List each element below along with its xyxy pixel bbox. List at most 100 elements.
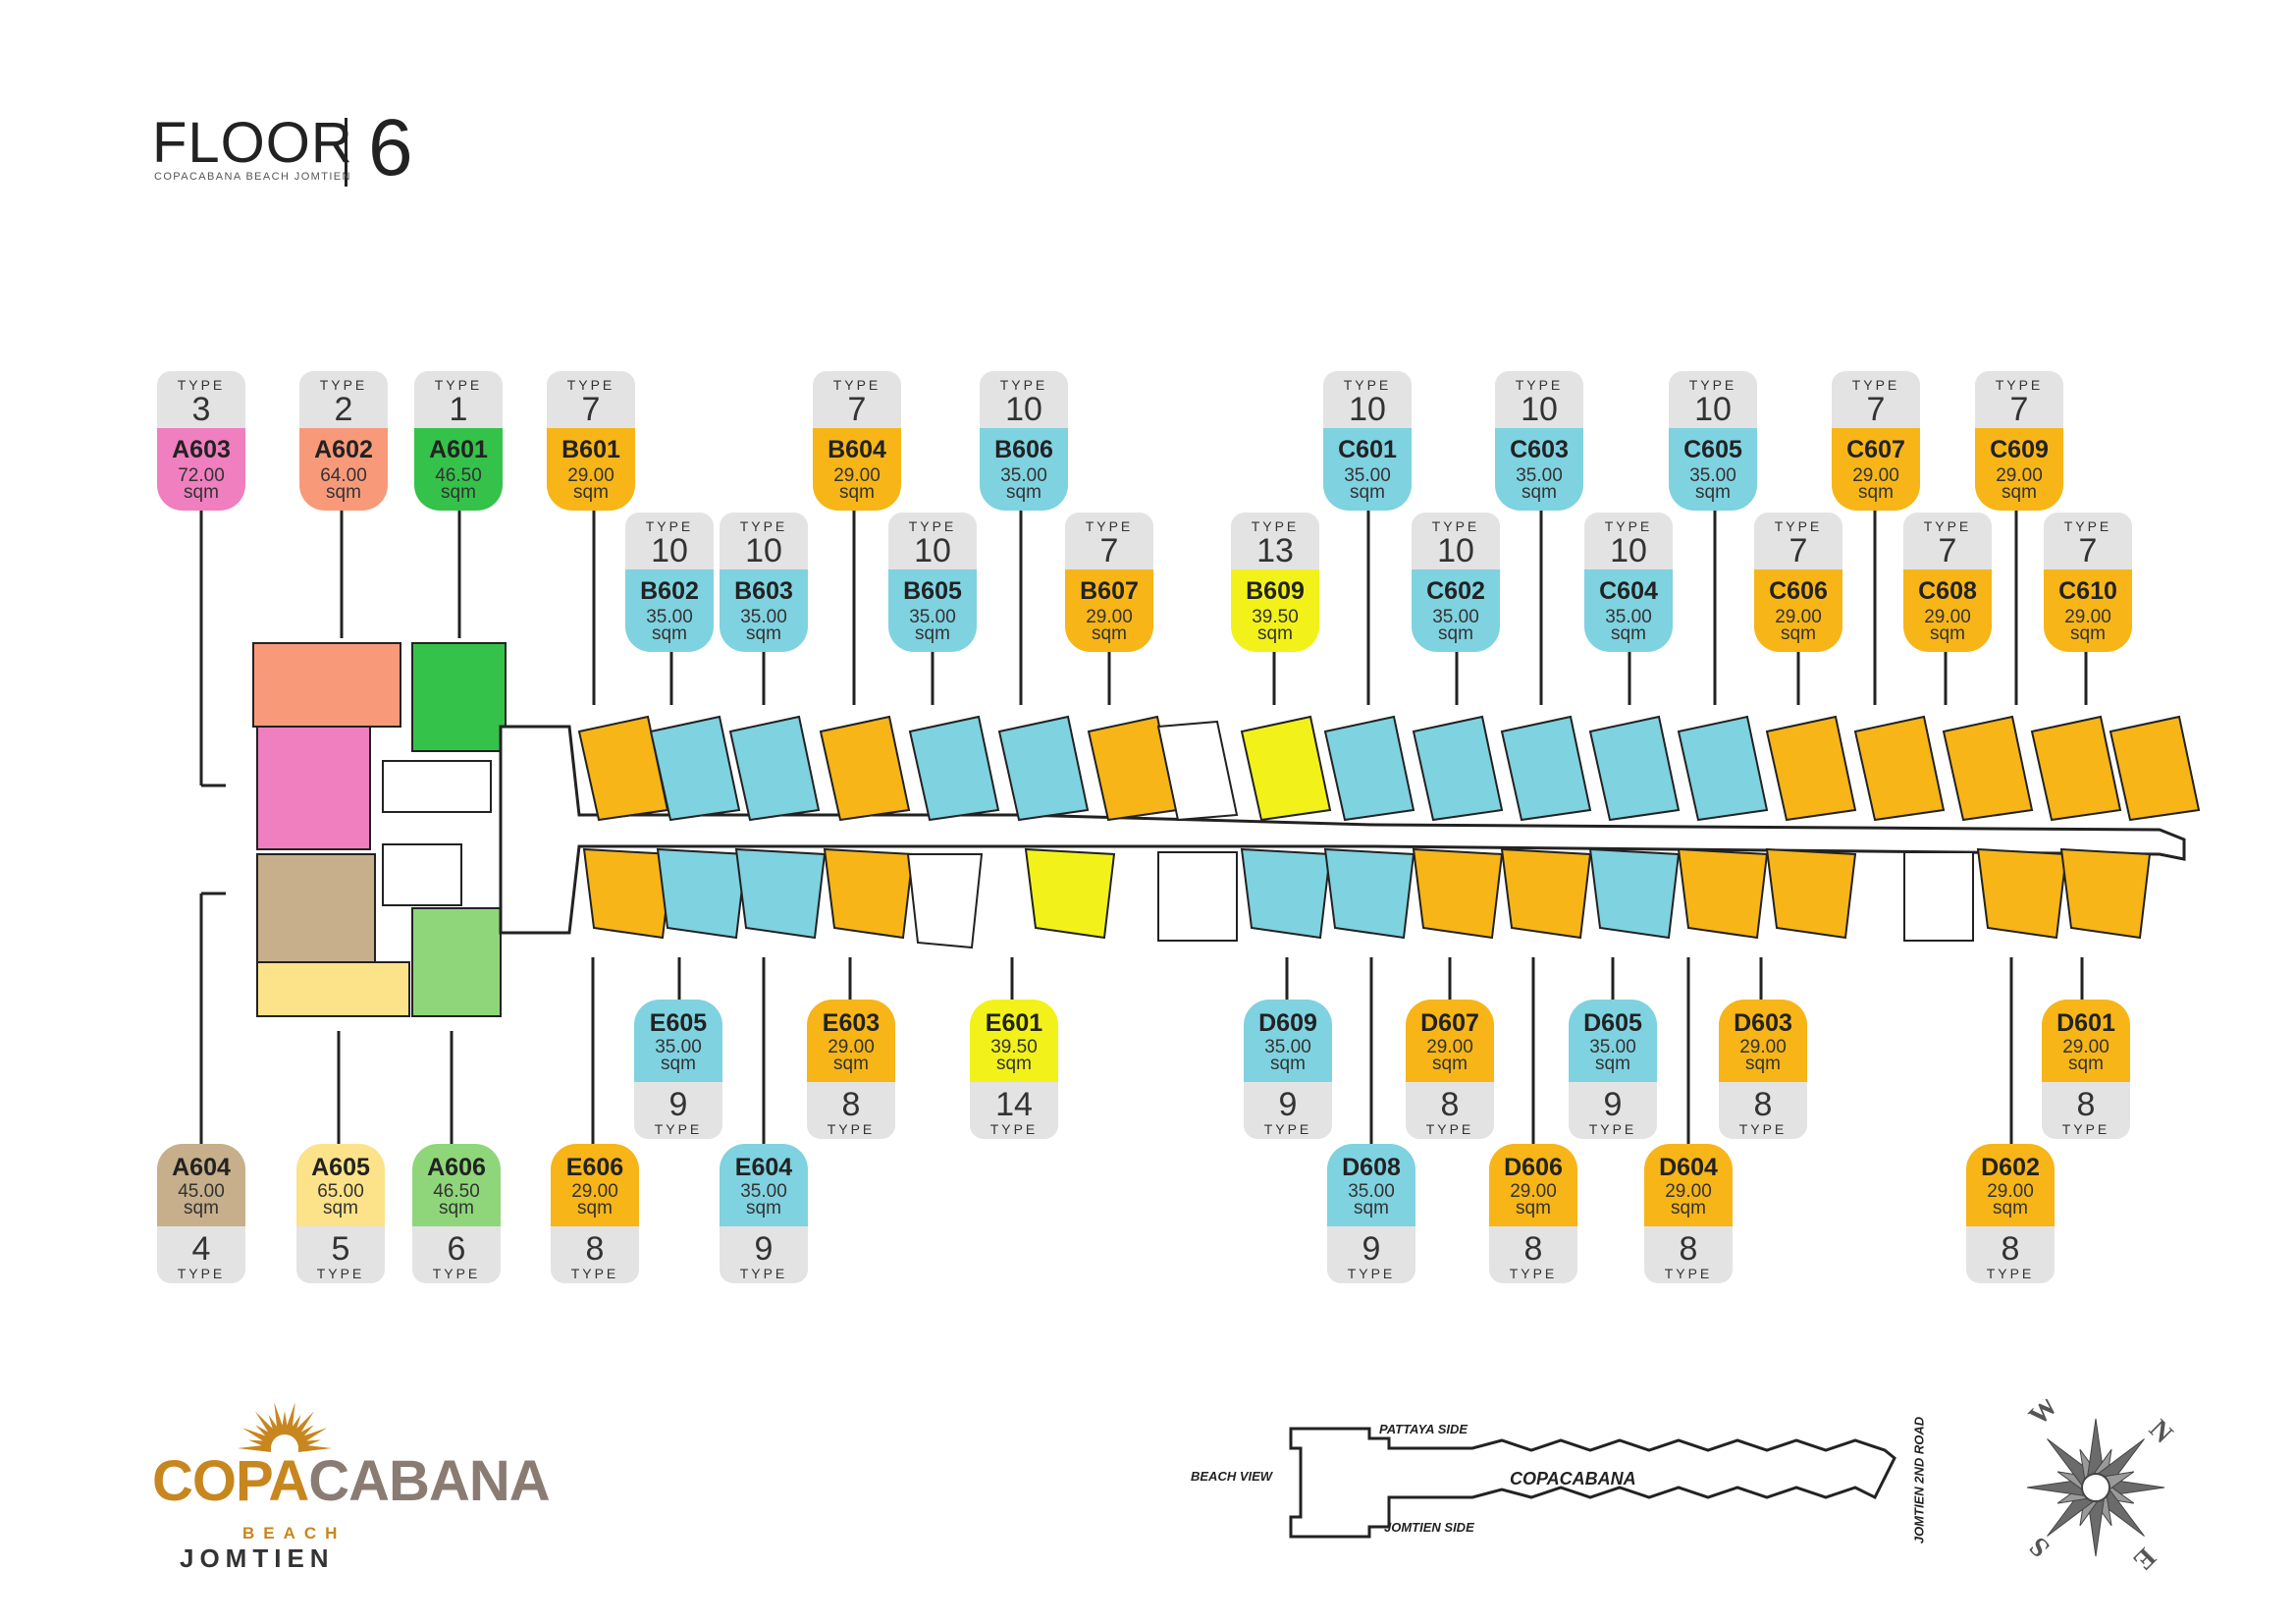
- unit-code: B603: [734, 577, 793, 605]
- unit-tag-e605[interactable]: E605 35.00 sqm TYPE 9: [634, 1000, 722, 1139]
- unit-tag-c602[interactable]: TYPE 10 C602 35.00 sqm: [1412, 513, 1500, 652]
- unit-type: 9: [668, 1086, 688, 1123]
- unit-tag-a601[interactable]: TYPE 1 A601 46.50 sqm: [414, 371, 503, 511]
- unit-tag-a602[interactable]: TYPE 2 A602 64.00 sqm: [299, 371, 388, 511]
- unit-type: 10: [1694, 391, 1732, 428]
- unit-area: 35.00: [655, 1037, 702, 1057]
- unit-tag-d606[interactable]: D606 29.00 sqm TYPE 8: [1489, 1144, 1577, 1283]
- unit-tag-d607[interactable]: D607 29.00 sqm TYPE 8: [1406, 1000, 1494, 1139]
- unit-info-box: D603 29.00 sqm: [1719, 1000, 1807, 1082]
- unit-code: D602: [1981, 1154, 2040, 1181]
- compass-w: W: [2023, 1399, 2064, 1432]
- unit-tag-c609[interactable]: TYPE 7 C609 29.00 sqm: [1975, 371, 2063, 511]
- unit-type-box: TYPE 10: [1495, 371, 1583, 428]
- type-word: TYPE: [1986, 1266, 2035, 1281]
- unit-tag-e606[interactable]: E606 29.00 sqm TYPE 8: [551, 1144, 639, 1283]
- unit-tag-c605[interactable]: TYPE 10 C605 35.00 sqm: [1669, 371, 1757, 511]
- unit-tag-d604[interactable]: D604 29.00 sqm TYPE 8: [1644, 1144, 1733, 1283]
- unit-type: 8: [841, 1086, 861, 1123]
- unit-tag-c606[interactable]: TYPE 7 C606 29.00 sqm: [1754, 513, 1842, 652]
- unit-tag-c610[interactable]: TYPE 7 C610 29.00 sqm: [2044, 513, 2132, 652]
- lower-unit-plan: [1323, 847, 1415, 940]
- type-word: TYPE: [739, 1266, 788, 1281]
- unit-type-box: TYPE 1: [414, 371, 503, 428]
- unit-tag-e601[interactable]: E601 39.50 sqm TYPE 14: [970, 1000, 1058, 1139]
- unit-tag-b603[interactable]: TYPE 10 B603 35.00 sqm: [720, 513, 808, 652]
- unit-tag-b604[interactable]: TYPE 7 B604 29.00 sqm: [813, 371, 901, 511]
- type-word: TYPE: [654, 1121, 703, 1137]
- unit-tag-b607[interactable]: TYPE 7 B607 29.00 sqm: [1065, 513, 1153, 652]
- unit-type: 9: [754, 1230, 774, 1268]
- unit-type-box: TYPE 10: [888, 513, 977, 569]
- unit-tag-a605[interactable]: A605 65.00 sqm TYPE 5: [296, 1144, 385, 1283]
- type-word: TYPE: [1515, 377, 1564, 393]
- unit-code: B606: [994, 436, 1053, 463]
- unit-tag-b605[interactable]: TYPE 10 B605 35.00 sqm: [888, 513, 977, 652]
- unit-tag-c604[interactable]: TYPE 10 C604 35.00 sqm: [1584, 513, 1673, 652]
- unit-tag-b602[interactable]: TYPE 10 B602 35.00 sqm: [625, 513, 714, 652]
- unit-tag-d608[interactable]: D608 35.00 sqm TYPE 9: [1327, 1144, 1415, 1283]
- unit-area-unit: sqm: [1092, 623, 1127, 644]
- unit-code: C609: [1990, 436, 2049, 463]
- unit-tag-d605[interactable]: D605 35.00 sqm TYPE 9: [1569, 1000, 1657, 1139]
- unit-type-box: TYPE 10: [1669, 371, 1757, 428]
- unit-area-unit: sqm: [1671, 1198, 1706, 1218]
- floor-title-word: FLOOR: [152, 111, 353, 175]
- unit-a601: [411, 642, 507, 752]
- unit-area-unit: sqm: [184, 482, 219, 503]
- type-word: TYPE: [739, 518, 788, 534]
- lower-unit-plan: [1412, 847, 1504, 940]
- unit-tag-b609[interactable]: TYPE 13 B609 39.50 sqm: [1231, 513, 1319, 652]
- unit-area-unit: sqm: [1993, 1198, 2028, 1218]
- unit-tag-e603[interactable]: E603 29.00 sqm TYPE 8: [807, 1000, 895, 1139]
- unit-area: 29.00: [1987, 1181, 2034, 1202]
- unit-type-box: TYPE 7: [547, 371, 635, 428]
- stair-core: [382, 843, 462, 906]
- unit-tag-a603[interactable]: TYPE 3 A603 72.00 sqm: [157, 371, 245, 511]
- unit-area: 39.50: [990, 1037, 1038, 1057]
- unit-type-box: TYPE 9: [720, 1226, 808, 1283]
- key-plan-outline: [1289, 1427, 1896, 1539]
- unit-tag-d602[interactable]: D602 29.00 sqm TYPE 8: [1966, 1144, 2055, 1283]
- unit-info-box: D607 29.00 sqm: [1406, 1000, 1494, 1082]
- unit-tag-d609[interactable]: D609 35.00 sqm TYPE 9: [1244, 1000, 1332, 1139]
- unit-type-box: TYPE 13: [1231, 513, 1319, 569]
- unit-type-box: TYPE 7: [813, 371, 901, 428]
- unit-area-unit: sqm: [326, 482, 361, 503]
- type-word: TYPE: [1738, 1121, 1788, 1137]
- unit-tag-c608[interactable]: TYPE 7 C608 29.00 sqm: [1903, 513, 1992, 652]
- unit-tag-d601[interactable]: D601 29.00 sqm TYPE 8: [2042, 1000, 2130, 1139]
- upper-unit-plan: [1853, 715, 1946, 822]
- unit-tag-b606[interactable]: TYPE 10 B606 35.00 sqm: [980, 371, 1068, 511]
- unit-code: B609: [1246, 577, 1305, 605]
- logo-cabana: CABANA: [308, 1449, 550, 1513]
- unit-area-unit: sqm: [1930, 623, 1965, 644]
- unit-tag-c601[interactable]: TYPE 10 C601 35.00 sqm: [1323, 371, 1412, 511]
- unit-area-unit: sqm: [746, 623, 781, 644]
- unit-type: 14: [995, 1086, 1033, 1123]
- title-divider: [345, 118, 347, 187]
- lower-unit-plan: [1677, 847, 1769, 940]
- unit-tag-d603[interactable]: D603 29.00 sqm TYPE 8: [1719, 1000, 1807, 1139]
- upper-unit-plan: [1323, 715, 1415, 822]
- unit-area-unit: sqm: [2070, 623, 2106, 644]
- unit-type: 7: [1866, 391, 1886, 428]
- unit-code: E603: [822, 1009, 881, 1037]
- unit-tag-c607[interactable]: TYPE 7 C607 29.00 sqm: [1832, 371, 1920, 511]
- unit-area-unit: sqm: [746, 1198, 781, 1218]
- unit-info-box: A606 46.50 sqm: [412, 1144, 501, 1226]
- unit-tag-b601[interactable]: TYPE 7 B601 29.00 sqm: [547, 371, 635, 511]
- sun-logo-icon: [238, 1402, 332, 1452]
- unit-tag-a604[interactable]: A604 45.00 sqm TYPE 4: [157, 1144, 245, 1283]
- unit-type-box: TYPE 8: [551, 1226, 639, 1283]
- unit-info-box: E605 35.00 sqm: [634, 1000, 722, 1082]
- building-outline: [252, 642, 2201, 1017]
- unit-tag-c603[interactable]: TYPE 10 C603 35.00 sqm: [1495, 371, 1583, 511]
- unit-tag-a606[interactable]: A606 46.50 sqm TYPE 6: [412, 1144, 501, 1283]
- unit-type: 9: [1603, 1086, 1623, 1123]
- unit-info-box: C601 35.00 sqm: [1323, 428, 1412, 511]
- unit-area-unit: sqm: [1695, 482, 1731, 503]
- unit-tag-e604[interactable]: E604 35.00 sqm TYPE 9: [720, 1144, 808, 1283]
- unit-info-box: E603 29.00 sqm: [807, 1000, 895, 1082]
- unit-type: 8: [1753, 1086, 1773, 1123]
